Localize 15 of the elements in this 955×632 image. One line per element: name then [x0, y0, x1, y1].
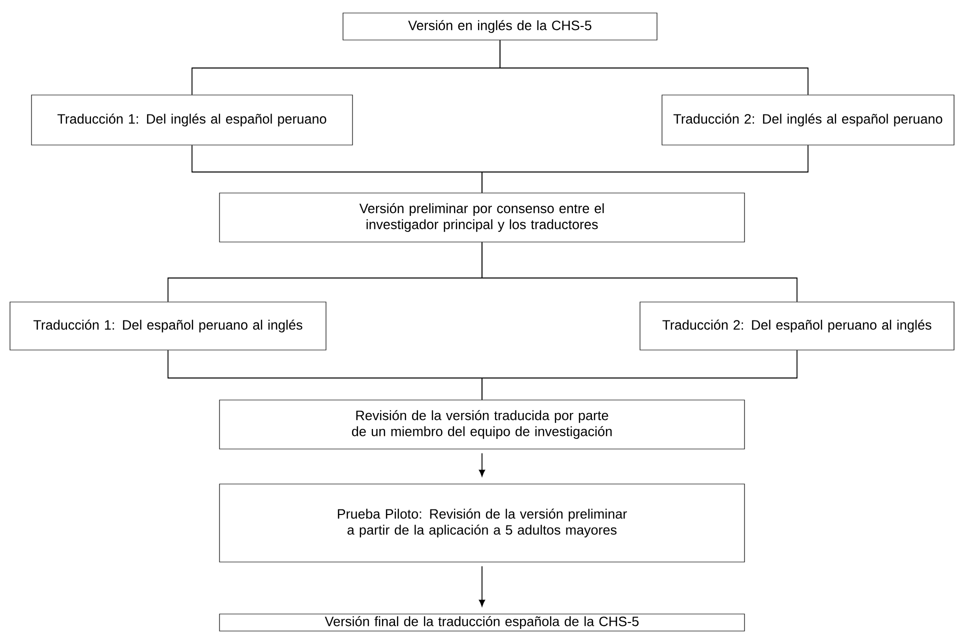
process-box: Traducción 1: Del inglés al español peruano — [31, 94, 353, 146]
process-box: Traducción 1: Del español peruano al inglés — [10, 302, 326, 350]
connector — [482, 242, 798, 302]
process-box: Traducción 2: Del español peruano al inglés — [640, 302, 954, 350]
process-box: Versión en inglés de la CHS-5 — [342, 12, 658, 40]
process-box: Versión final de la traducción española de la CHS-5 — [219, 614, 745, 632]
connector — [482, 350, 798, 400]
process-box: Revisión de la versión traducida por parte de un miembro del equipo de investigación — [219, 400, 745, 450]
process-box: Prueba Piloto: Revisión de la versión preliminar a partir de la aplicación a 5 adultos mayores — [219, 484, 745, 562]
connector — [478, 566, 486, 607]
process-box: Versión preliminar por consenso entre el investigador principal y los traductores — [219, 192, 745, 242]
process-box: Traducción 2: Del inglés al español peruano — [662, 94, 954, 146]
connector — [478, 452, 486, 477]
connector — [482, 144, 808, 194]
connector — [500, 40, 808, 96]
